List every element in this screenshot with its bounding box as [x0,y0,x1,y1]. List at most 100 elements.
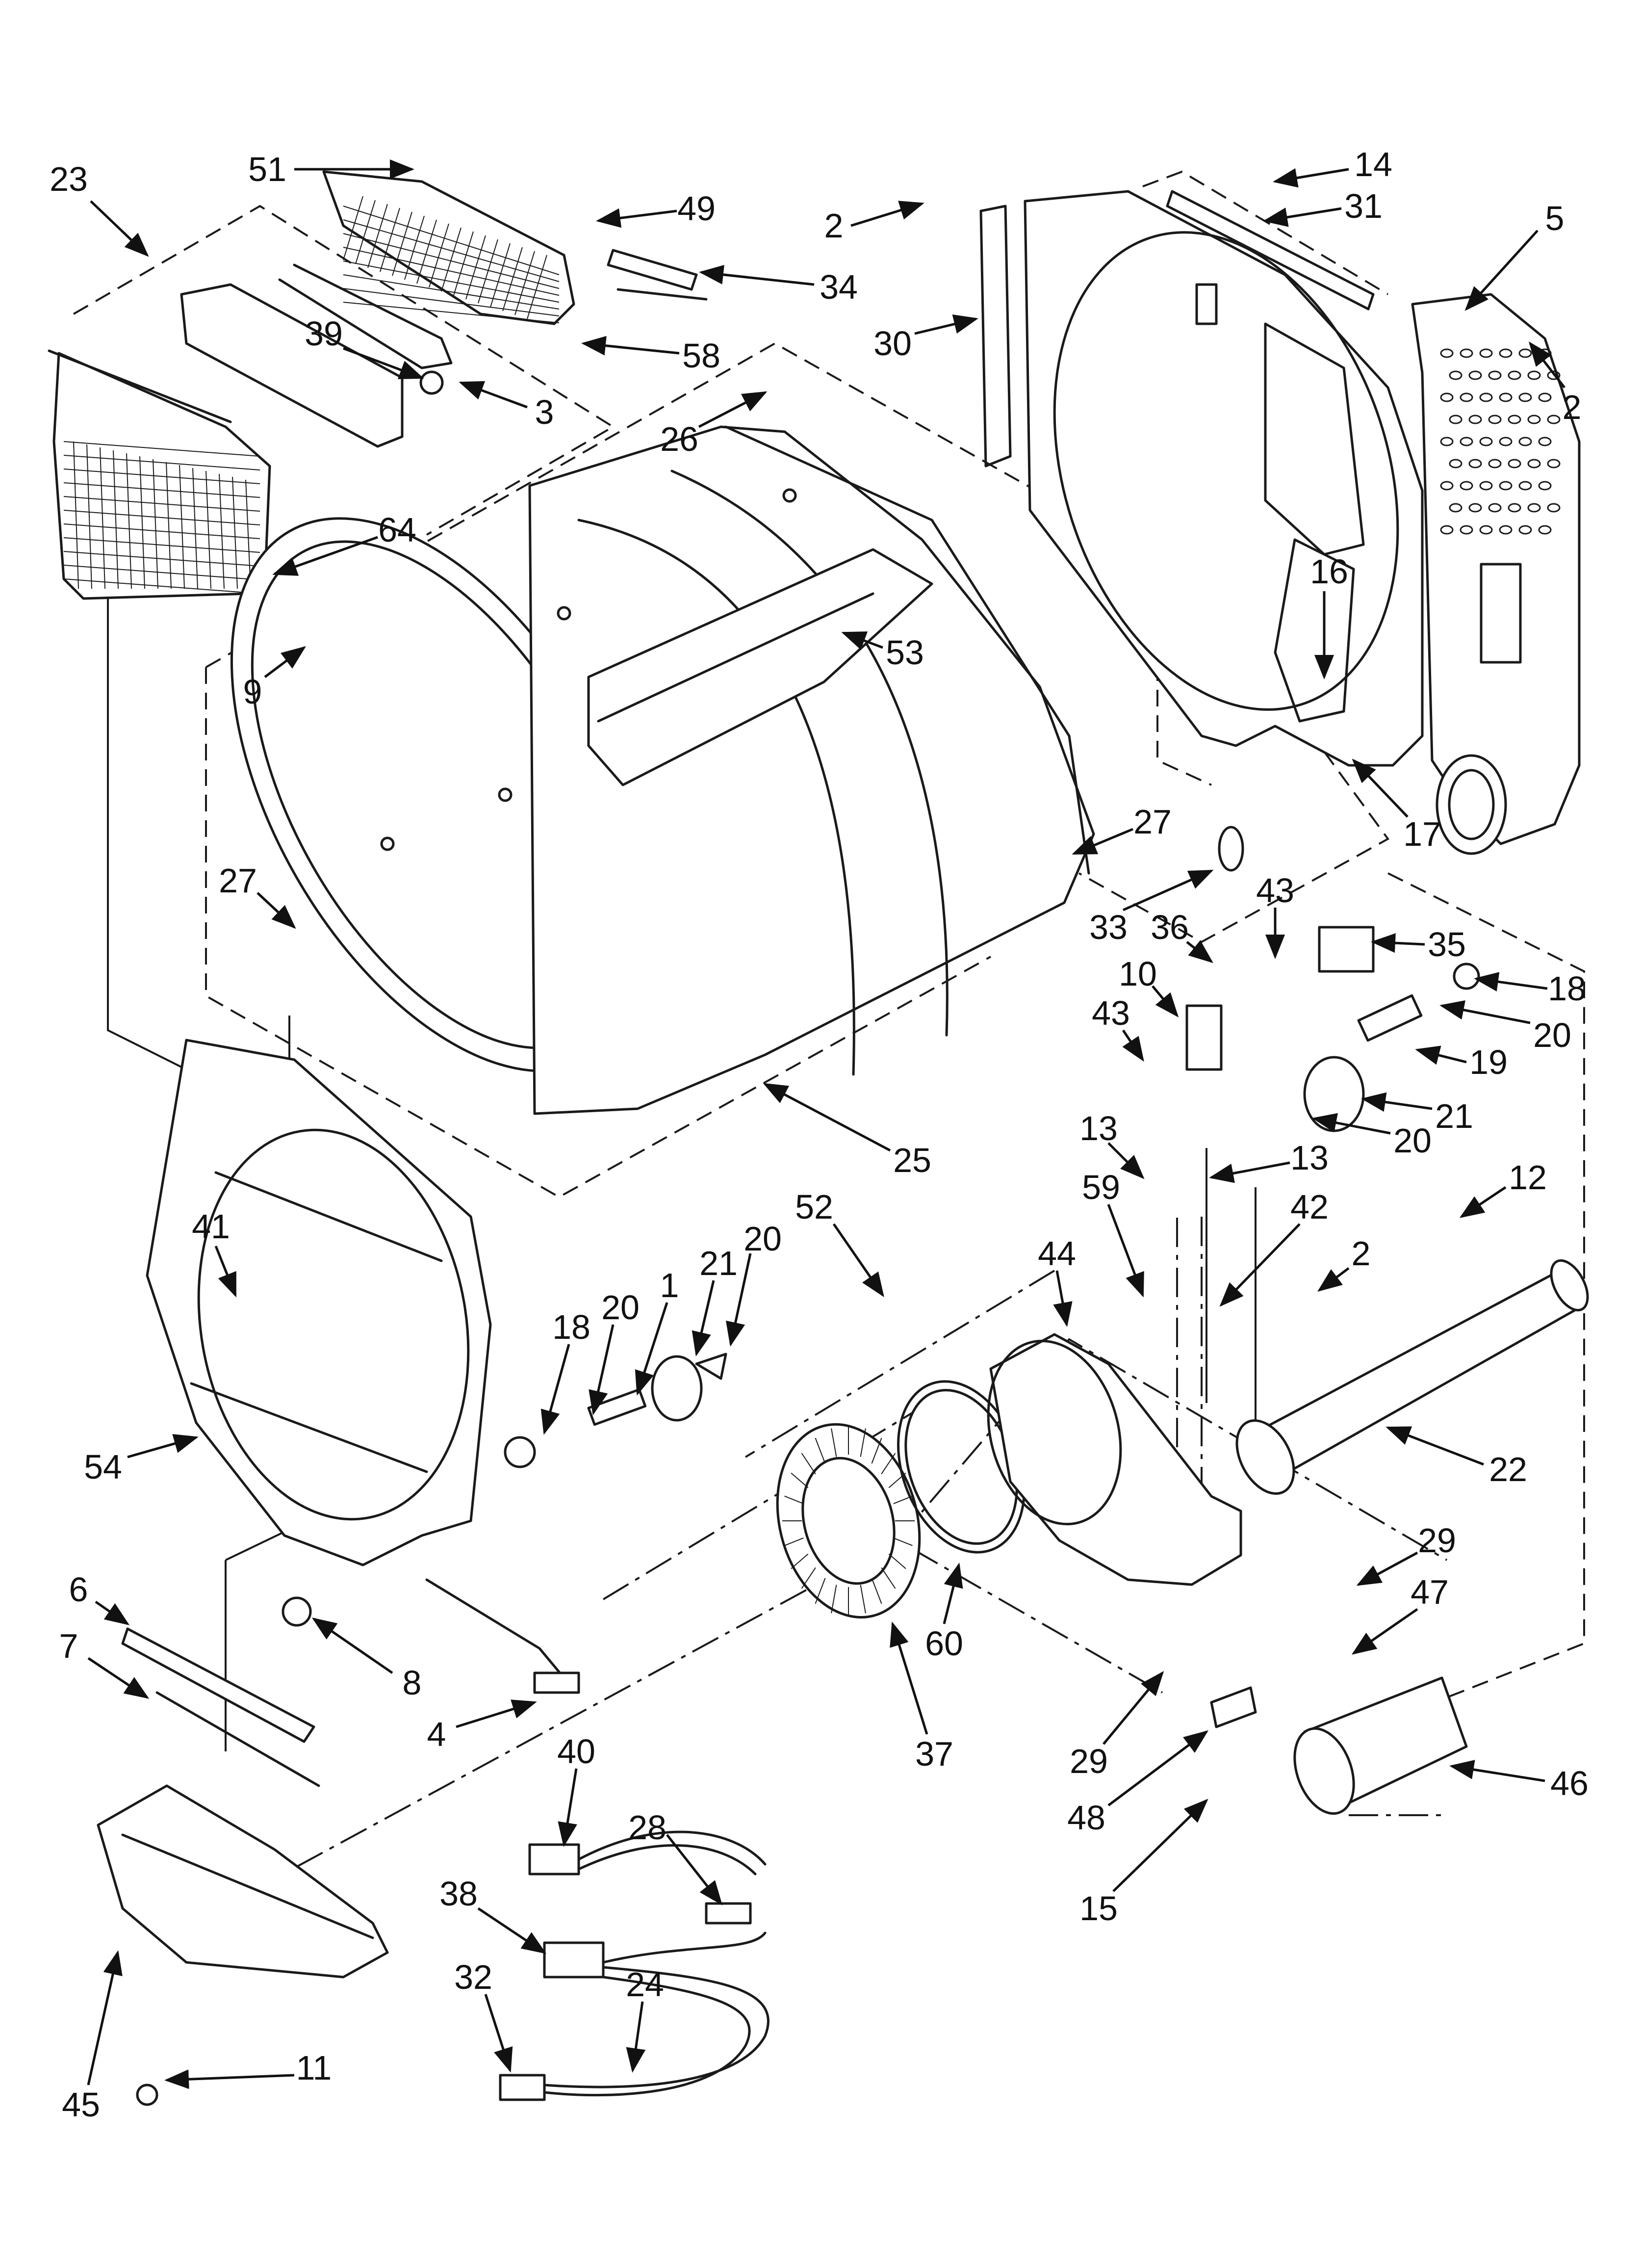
leader-c53 [1356,1551,1418,1586]
leader-c11 [914,314,978,335]
leader-c65 [484,1994,513,2073]
callout-40: 40 [557,1732,595,1771]
leader-c52 [311,1617,393,1674]
leader-c38 [1219,1223,1301,1307]
callout-11: 11 [296,2049,332,2087]
leader-c6 [1263,207,1342,227]
callout-19: 19 [1469,1043,1508,1081]
exhaust-duct [1235,1259,1589,1495]
leader-c14 [698,391,768,428]
callout-3: 3 [535,393,554,431]
callout-20: 20 [601,1288,640,1327]
leader-c8 [699,264,815,286]
callout-13: 13 [1290,1139,1329,1177]
leader-c33 [763,1083,891,1152]
callout-42: 42 [1290,1188,1329,1226]
callout-5: 5 [1545,199,1565,237]
vent-duct-46 [1293,1676,1468,1815]
callout-37: 37 [915,1735,953,1773]
callout-43: 43 [1256,871,1294,910]
drum [230,425,1095,1115]
leader-c26 [1152,985,1179,1017]
callout-21: 21 [1435,1097,1473,1135]
callout-43: 43 [1092,994,1130,1032]
callout-8: 8 [402,1664,422,1702]
wire-harness [499,1830,770,2101]
leader-c10 [581,336,680,356]
callout-60: 60 [925,1624,963,1663]
callout-22: 22 [1489,1450,1527,1488]
leader-c37 [1107,1204,1144,1298]
callout-27: 27 [219,861,257,900]
leader-c58 [1103,1671,1164,1745]
blower-housing-45 [97,1784,389,2106]
callout-10: 10 [1119,955,1157,993]
leader-c68 [164,2069,295,2089]
callout-23: 23 [50,160,88,198]
callout-7: 7 [59,1627,78,1665]
front-bulkhead [146,1039,492,1566]
callout-2: 2 [1562,388,1582,426]
leader-c19 [1352,758,1409,818]
leader-c49 [1385,1426,1484,1466]
callout-2: 2 [824,207,844,245]
callout-29: 29 [1070,1742,1108,1780]
leader-c62 [666,1834,723,1905]
callout-45: 45 [62,2086,100,2124]
drum-roller-assembly-left [504,1353,727,1468]
leader-c51 [95,1600,130,1625]
leader-c46 [1053,1270,1073,1327]
callout-49: 49 [677,189,716,228]
callout-4: 4 [427,1715,446,1753]
callout-30: 30 [873,324,912,363]
callout-15: 15 [1079,1889,1118,1928]
callout-35: 35 [1428,925,1466,964]
motor-shaft-parts [1185,826,1480,1132]
callout-34: 34 [820,268,858,306]
callout-12: 12 [1509,1158,1547,1197]
callout-47: 47 [1411,1573,1449,1611]
lint-housing-top [180,170,708,448]
leader-c36 [832,1223,884,1298]
leader-c4 [850,201,924,227]
callout-13: 13 [1079,1109,1118,1147]
callout-14: 14 [1354,145,1392,183]
leader-c24 [1186,940,1213,964]
leader-c12 [1528,341,1565,389]
callout-2: 2 [1351,1234,1371,1273]
leader-c44 [540,1344,570,1435]
leader-c27 [1474,972,1548,991]
callout-58: 58 [682,337,720,375]
callout-6: 6 [69,1570,88,1609]
blower-housing [987,1333,1242,1586]
leader-c34 [1107,1142,1145,1179]
leader-c35 [1209,1161,1290,1183]
leader-c3 [596,208,677,228]
leader-c48 [127,1434,199,1459]
leader-c17 [264,646,306,678]
leader-c9 [343,347,424,379]
callout-64: 64 [378,511,416,549]
leader-c2 [90,200,149,257]
callout-9: 9 [243,673,262,711]
leader-c7 [1464,230,1539,311]
callout-18: 18 [1548,969,1586,1008]
callout-16: 16 [1310,552,1348,591]
leader-c32 [1361,1092,1433,1112]
blower-wheel [776,1423,921,1619]
callout-32: 32 [454,1958,492,1996]
leader-c20 [1072,828,1133,855]
callout-44: 44 [1038,1234,1076,1273]
leader-c60 [1107,1730,1208,1806]
lint-screen-housing-group-outline [73,205,615,536]
callout-20: 20 [1393,1121,1432,1160]
leader-c67 [87,1950,123,2086]
callout-27: 27 [1133,803,1172,841]
callout-21: 21 [699,1244,738,1282]
callout-25: 25 [893,1141,931,1179]
lint-screen [48,349,271,600]
callout-39: 39 [305,314,343,353]
callout-41: 41 [192,1207,230,1246]
leader-c13 [459,381,528,409]
